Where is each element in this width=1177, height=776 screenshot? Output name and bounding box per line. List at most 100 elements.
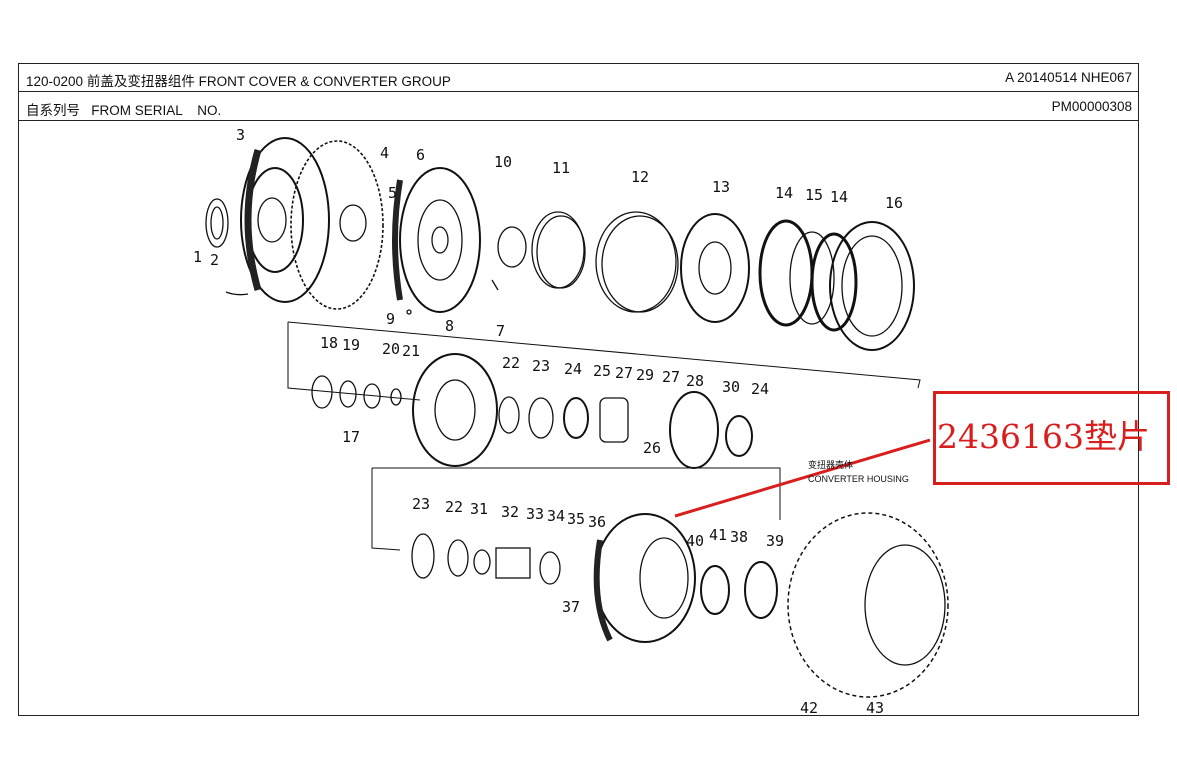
part-9-ball	[406, 309, 412, 315]
part-14-disc	[758, 219, 814, 327]
part-label-39: 39	[766, 532, 784, 550]
part-23-snap-ring	[411, 533, 435, 579]
part-label-30: 30	[722, 378, 740, 396]
part-label-7: 7	[496, 322, 505, 340]
part-18-bearing	[311, 375, 333, 409]
part-number-labels: 1 2 3 4 5 6 7 8 9 10 11 12 13 14 15 14 1…	[193, 126, 909, 717]
part-label-32: 32	[501, 503, 519, 521]
header-divider	[18, 120, 1139, 121]
part-5-hub	[339, 204, 367, 242]
serial-heading: 自系列号 FROM SERIAL NO.	[26, 99, 221, 119]
part-23-snap-ring	[528, 397, 554, 439]
part-3-front-cover	[240, 137, 330, 303]
part-38-bearing	[700, 565, 730, 615]
serial-label-en: FROM SERIAL	[91, 103, 183, 118]
part-30-race	[725, 415, 753, 457]
part-label-41: 41	[709, 526, 727, 544]
part-31-ring	[473, 549, 491, 575]
part-label-20: 20	[382, 340, 400, 358]
part-16-housing-ring	[829, 221, 915, 351]
part-label-14b: 14	[830, 188, 848, 206]
part-label-26: 26	[643, 439, 661, 457]
part-label-24b: 24	[751, 380, 769, 398]
part-label-35: 35	[567, 510, 585, 528]
part-label-9: 9	[386, 310, 395, 328]
group-title-en: FRONT COVER & CONVERTER GROUP	[198, 74, 451, 89]
part-label-6: 6	[416, 146, 425, 164]
converter-housing	[787, 512, 949, 698]
part-label-12: 12	[631, 168, 649, 186]
part-4-gasket	[290, 140, 384, 310]
group-heading: 120-0200 前盖及变扭器组件 FRONT COVER & CONVERTE…	[26, 70, 451, 90]
part-label-10: 10	[494, 153, 512, 171]
serial-label-cn: 自系列号	[26, 103, 80, 118]
part-15-plate	[789, 231, 835, 325]
part-label-29: 29	[636, 366, 654, 384]
part-19-ring	[339, 380, 357, 408]
part-label-21: 21	[402, 342, 420, 360]
part-10-bushing	[497, 226, 527, 268]
part-label-31: 31	[470, 500, 488, 518]
part-label-25: 25	[593, 362, 611, 380]
part-2-pin	[225, 291, 249, 296]
part-label-40: 40	[686, 532, 704, 550]
part-32-sleeve	[495, 547, 531, 579]
part-22-washer	[498, 396, 520, 434]
part-28-stator	[669, 391, 719, 469]
part-label-37: 37	[562, 598, 580, 616]
part-label-27: 27	[615, 364, 633, 382]
part-label-42: 42	[800, 699, 818, 717]
housing-label-en: CONVERTER HOUSING	[808, 474, 909, 484]
part-label-4: 4	[380, 144, 389, 162]
group-title-cn: 前盖及变扭器组件	[86, 74, 195, 89]
part-7-bolt	[491, 279, 499, 291]
part-21-turbine	[412, 353, 498, 467]
part-label-15: 15	[805, 186, 823, 204]
part-label-5: 5	[388, 184, 397, 202]
part-label-17: 17	[342, 428, 360, 446]
part-25-bearing	[599, 397, 629, 443]
part-label-14: 14	[775, 184, 793, 202]
revision-label: A 20140514 NHE067	[1005, 70, 1132, 85]
part-label-18: 18	[320, 334, 338, 352]
part-33-bearing	[539, 551, 561, 585]
part-label-19: 19	[342, 336, 360, 354]
group-code: 120-0200	[26, 74, 84, 89]
part-label-16: 16	[885, 194, 903, 212]
drawing-frame	[18, 63, 1139, 716]
part-label-34: 34	[547, 507, 565, 525]
part-label-2: 2	[210, 251, 219, 269]
part-20-clip	[390, 388, 402, 406]
header-divider	[18, 91, 1139, 92]
part-6-impeller	[399, 167, 481, 313]
part-13-plate	[680, 213, 750, 323]
callout-box	[933, 391, 1170, 485]
part-label-43: 43	[866, 699, 884, 717]
part-label-13: 13	[712, 178, 730, 196]
part-37-cover	[594, 513, 696, 643]
part-label-3: 3	[236, 126, 245, 144]
housing-label-cn: 变扭器壳体	[808, 459, 853, 470]
part-label-22b: 22	[445, 498, 463, 516]
callout-text: 2436163垫片	[937, 417, 1150, 456]
callout-leader-line	[674, 438, 931, 518]
part-label-36: 36	[588, 513, 606, 531]
part-14-disc	[810, 232, 858, 332]
part-label-1: 1	[193, 248, 202, 266]
part-label-8: 8	[445, 317, 454, 335]
part-label-38: 38	[730, 528, 748, 546]
part-label-33: 33	[526, 505, 544, 523]
part-label-28: 28	[686, 372, 704, 390]
part-label-27b: 27	[662, 368, 680, 386]
part-22-washer	[447, 539, 469, 577]
part-24-bearing-race	[563, 397, 589, 439]
serial-no-label: NO.	[197, 103, 222, 118]
part-label-22: 22	[502, 354, 520, 372]
part-1-seal	[205, 198, 229, 248]
part-label-11: 11	[552, 159, 570, 177]
part-label-23: 23	[532, 357, 550, 375]
part-39-bearing	[744, 561, 778, 619]
part-label-24: 24	[564, 360, 582, 378]
part-label-23b: 23	[412, 495, 430, 513]
